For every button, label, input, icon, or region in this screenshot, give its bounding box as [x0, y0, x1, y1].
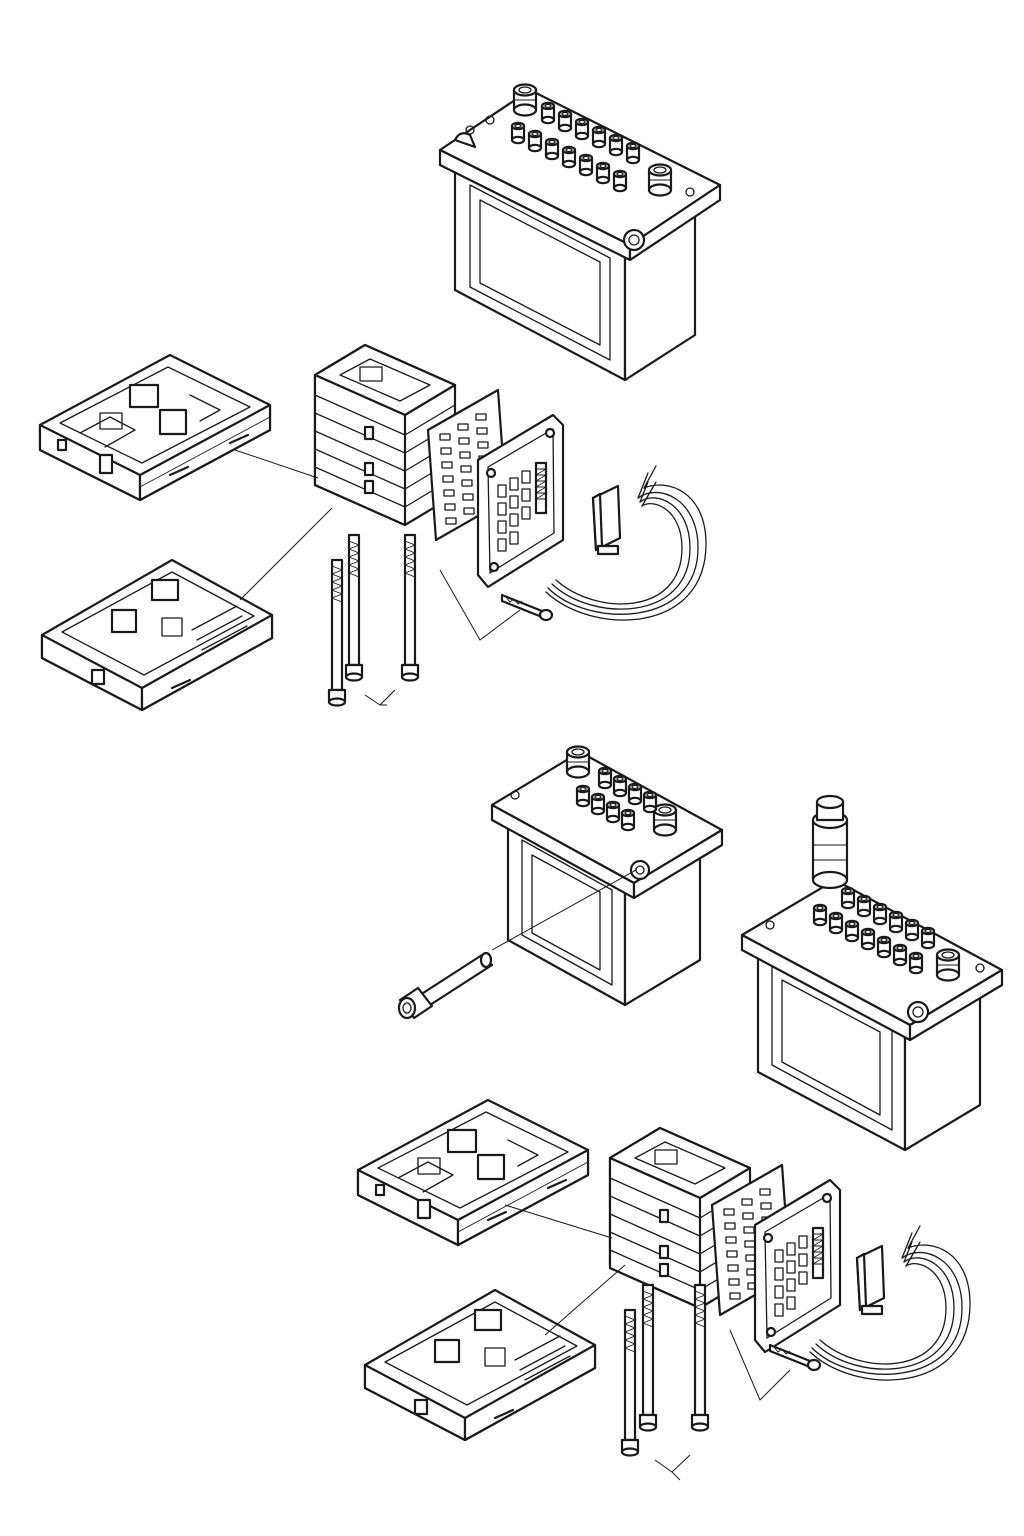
manifold-block-small: [490, 745, 724, 1007]
tie-rods: [327, 533, 420, 707]
sub-base-lower: [40, 558, 274, 712]
manifold-block: [438, 83, 722, 382]
sub-base-upper: [356, 1098, 590, 1247]
long-bolt: [397, 869, 637, 1020]
tie-rods: [620, 1283, 710, 1457]
leader-lines: [504, 1204, 791, 1481]
assembly-2: [356, 745, 1004, 1481]
fixing-screw: [500, 593, 554, 622]
cable-harness: [544, 464, 708, 622]
leader-lines: [234, 449, 521, 706]
sub-base-lower: [363, 1288, 597, 1442]
silencer: [811, 794, 849, 890]
sub-base-upper: [38, 353, 272, 502]
assembly-1: [38, 83, 722, 712]
manifold-block-with-silencer: [740, 794, 1004, 1152]
